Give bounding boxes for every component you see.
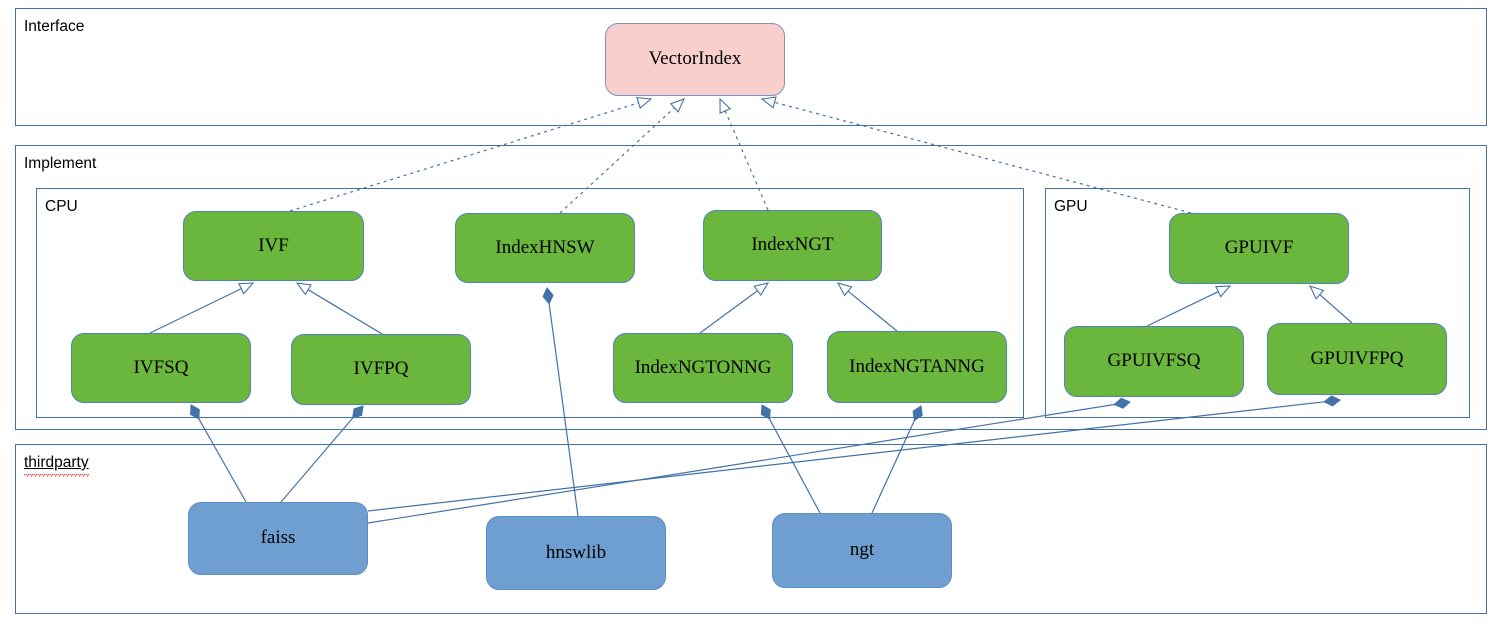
node-label-indexhnsw: IndexHNSW	[495, 236, 595, 258]
node-label-ivf: IVF	[258, 234, 289, 256]
panel-label-gpu: GPU	[1054, 198, 1088, 215]
panel-interface	[15, 8, 1487, 126]
panel-thirdparty	[15, 444, 1487, 614]
panel-label-interface: Interface	[24, 18, 85, 35]
node-label-gpuivfpq: GPUIVFPQ	[1310, 347, 1404, 369]
node-indexngt[interactable]: IndexNGT	[703, 210, 882, 281]
node-ngt[interactable]: ngt	[772, 513, 952, 588]
node-label-vectorindex: VectorIndex	[648, 48, 742, 70]
node-label-hnswlib: hnswlib	[545, 541, 607, 563]
node-label-indexngtanng: IndexNGTANNG	[849, 355, 985, 377]
node-label-ivfsq: IVFSQ	[133, 356, 189, 378]
spellcheck-underline-icon	[24, 472, 89, 477]
panel-gpu	[1045, 188, 1470, 418]
panel-label-cpu: CPU	[45, 198, 78, 215]
panel-implement	[15, 145, 1487, 430]
panel-label-implement: Implement	[24, 155, 97, 172]
node-ivfpq[interactable]: IVFPQ	[291, 334, 471, 405]
node-indexhnsw[interactable]: IndexHNSW	[455, 213, 635, 283]
node-hnswlib[interactable]: hnswlib	[486, 516, 666, 590]
node-gpuivfsq[interactable]: GPUIVFSQ	[1064, 326, 1244, 397]
node-gpuivfpq[interactable]: GPUIVFPQ	[1267, 323, 1447, 395]
panel-cpu	[36, 188, 1024, 418]
node-faiss[interactable]: faiss	[188, 502, 368, 575]
node-ivfsq[interactable]: IVFSQ	[71, 333, 251, 403]
node-label-ivfpq: IVFPQ	[353, 358, 409, 380]
node-label-indexngt: IndexNGT	[751, 234, 834, 256]
node-gpuivf[interactable]: GPUIVF	[1169, 213, 1349, 284]
node-label-gpuivfsq: GPUIVFSQ	[1107, 350, 1201, 372]
node-indexngtanng[interactable]: IndexNGTANNG	[827, 331, 1007, 403]
node-indexngtonng[interactable]: IndexNGTONNG	[613, 333, 793, 403]
node-ivf[interactable]: IVF	[183, 211, 364, 281]
node-vectorindex[interactable]: VectorIndex	[605, 23, 785, 96]
node-label-indexngtonng: IndexNGTONNG	[634, 356, 772, 378]
node-label-faiss: faiss	[260, 527, 296, 549]
panel-label-thirdparty: thirdparty	[24, 455, 89, 477]
node-label-gpuivf: GPUIVF	[1224, 237, 1294, 259]
node-label-ngt: ngt	[849, 539, 875, 561]
